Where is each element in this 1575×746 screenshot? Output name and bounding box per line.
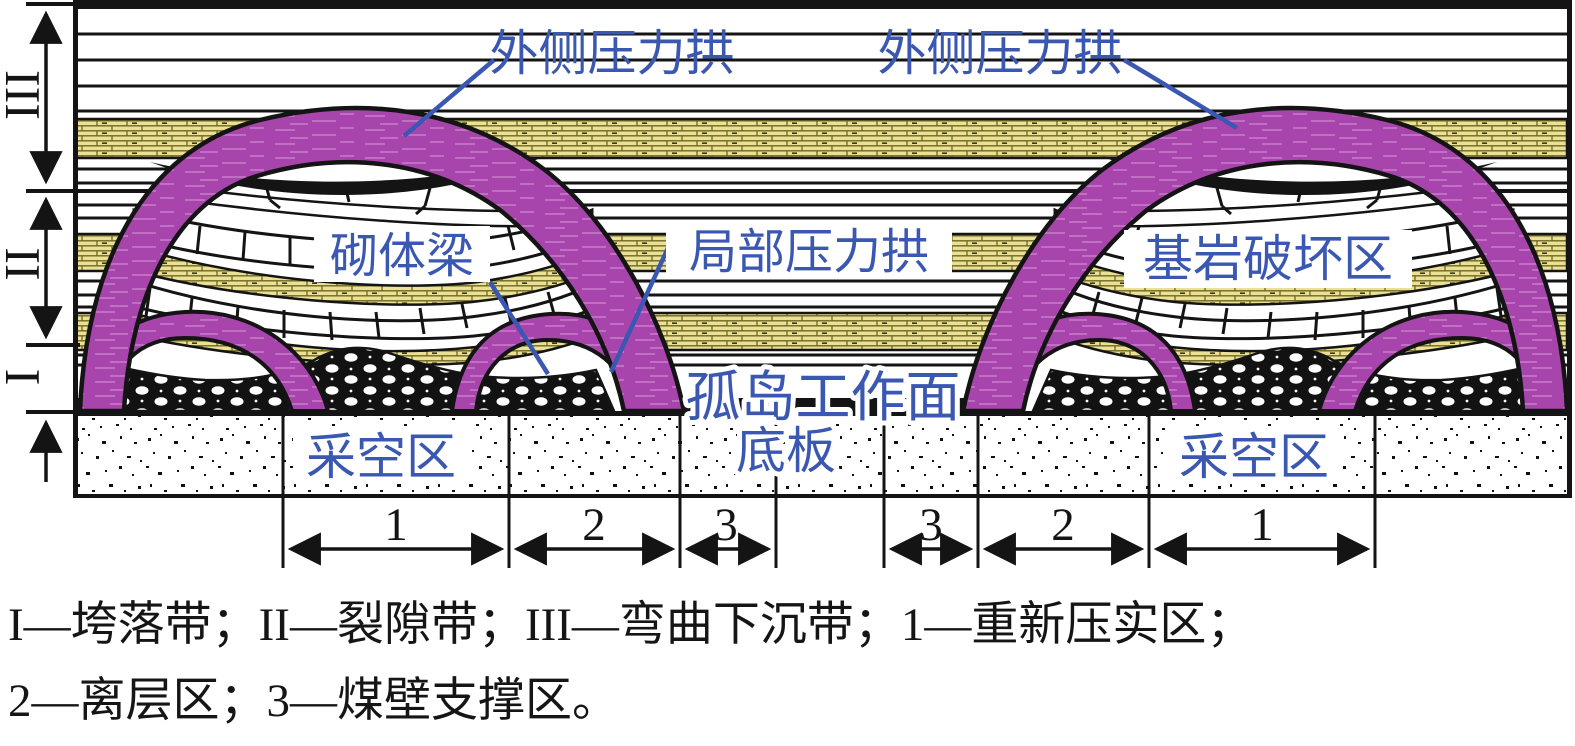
zone-marker-II: II	[0, 247, 49, 280]
label-voussoir-beam: 砌体梁	[330, 230, 474, 283]
label-bg-bedrock-failure	[1124, 230, 1412, 288]
leader-outer-arch-left	[402, 58, 496, 138]
label-outer-pressure-arch-left: 外侧压力拱	[489, 26, 734, 81]
floor-division-lines	[281, 414, 1377, 568]
zone-marker-III: III	[0, 70, 49, 120]
label-bg-local-arch	[666, 222, 952, 278]
label-isolated-working-face: 孤岛工作面	[685, 367, 960, 428]
left-border	[73, 0, 78, 498]
dim-label-3-right: 3	[919, 499, 943, 551]
label-bg-voussoir-beam	[314, 226, 490, 282]
floor-bottom-line	[73, 494, 1572, 498]
annotation-labels: 外侧压力拱 外侧压力拱 砌体梁 局部压力拱 基岩破坏区 孤岛工作面 底板 采空区…	[293, 26, 1412, 485]
zone-scale: III II I	[0, 2, 80, 482]
dim-label-2-right: 2	[1051, 499, 1075, 551]
label-outer-pressure-arch-right: 外侧压力拱	[877, 26, 1122, 81]
leader-local-arch	[608, 247, 671, 373]
dim-label-2-left: 2	[582, 499, 606, 551]
right-border	[1567, 0, 1572, 498]
label-bg-goaf-left	[293, 426, 469, 484]
dimension-row: 1 2 3 3 2 1	[287, 499, 1371, 566]
caption-line-2: 2—离层区；3—煤壁支撑区。	[8, 675, 619, 727]
caption-line-1: I—垮落带；II—裂隙带；III—弯曲下沉带；1—重新压实区；	[8, 599, 1254, 651]
label-goaf-right: 采空区	[1179, 429, 1329, 485]
top-boundary-bar	[75, 0, 1571, 9]
label-bedrock-failure-zone: 基岩破坏区	[1143, 231, 1393, 287]
dim-label-1-left: 1	[384, 499, 408, 551]
label-bg-goaf-right	[1166, 426, 1342, 484]
strata-diagram: III II I 1 2 3 3 2 1 外侧压力拱 外侧压力拱	[0, 0, 1572, 568]
dim-label-3-left: 3	[714, 499, 738, 551]
leader-voussoir-beam	[488, 280, 550, 376]
dim-label-1-right: 1	[1250, 499, 1274, 551]
label-local-pressure-arch: 局部压力拱	[689, 226, 929, 279]
leader-lines	[402, 58, 1239, 376]
label-goaf-left: 采空区	[306, 429, 456, 485]
floor-top-line	[73, 411, 1572, 416]
label-floor: 底板	[736, 423, 836, 479]
leader-outer-arch-right	[1122, 58, 1239, 130]
zone-marker-I: I	[0, 369, 49, 386]
